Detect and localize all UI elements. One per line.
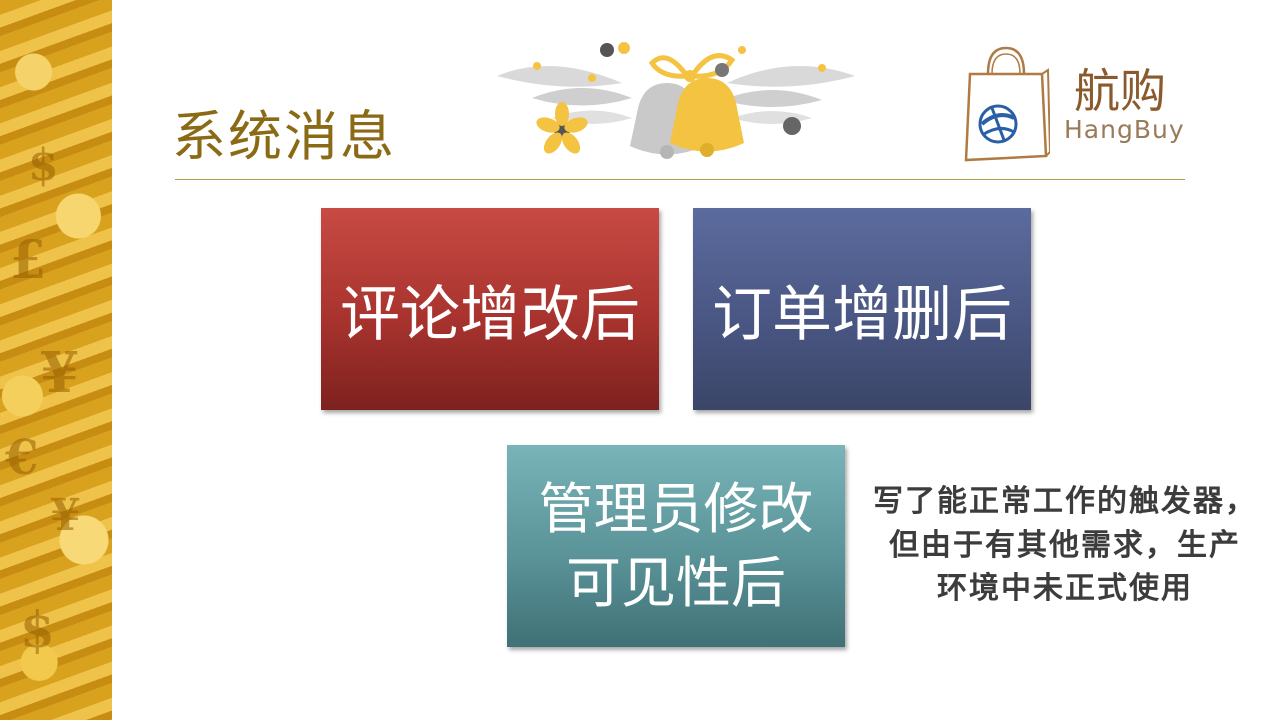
title-divider	[175, 179, 1185, 180]
trigger-note: 写了能正常工作的触发器， 但由于有其他需求，生产 环境中未正式使用	[850, 480, 1280, 611]
yen-symbol-icon: ¥	[40, 340, 79, 406]
order-update-label: 订单增删后	[712, 279, 1012, 350]
admin-visibility-box: 管理员修改 可见性后	[507, 445, 845, 647]
dollar-symbol-icon: $	[20, 600, 55, 659]
brand-name-cn: 航购	[1074, 64, 1166, 118]
comment-update-box: 评论增改后	[321, 208, 659, 410]
admin-visibility-label-line2: 可见性后	[565, 551, 786, 615]
trigger-note-line: 环境中未正式使用	[937, 571, 1193, 606]
shopping-bag-logo-icon	[964, 46, 1050, 162]
page-title: 系统消息	[172, 105, 396, 168]
pound-symbol-icon: £	[10, 230, 47, 291]
trigger-note-line: 但由于有其他需求，生产	[889, 527, 1241, 563]
trigger-note-line: 写了能正常工作的触发器，	[873, 484, 1257, 519]
dollar-symbol-icon: $	[28, 140, 59, 191]
order-update-box: 订单增删后	[693, 208, 1031, 410]
comment-update-label: 评论增改后	[340, 279, 640, 350]
euro-symbol-icon: €	[5, 430, 39, 486]
brand-name-en: HangBuy	[1064, 115, 1185, 144]
yen-symbol-icon: ¥	[50, 490, 81, 541]
admin-visibility-label-line1: 管理员修改	[538, 476, 814, 541]
bells-floral-decoration-icon	[497, 42, 855, 159]
gold-currency-strip: $ £ ¥ € ¥ $	[0, 0, 112, 720]
